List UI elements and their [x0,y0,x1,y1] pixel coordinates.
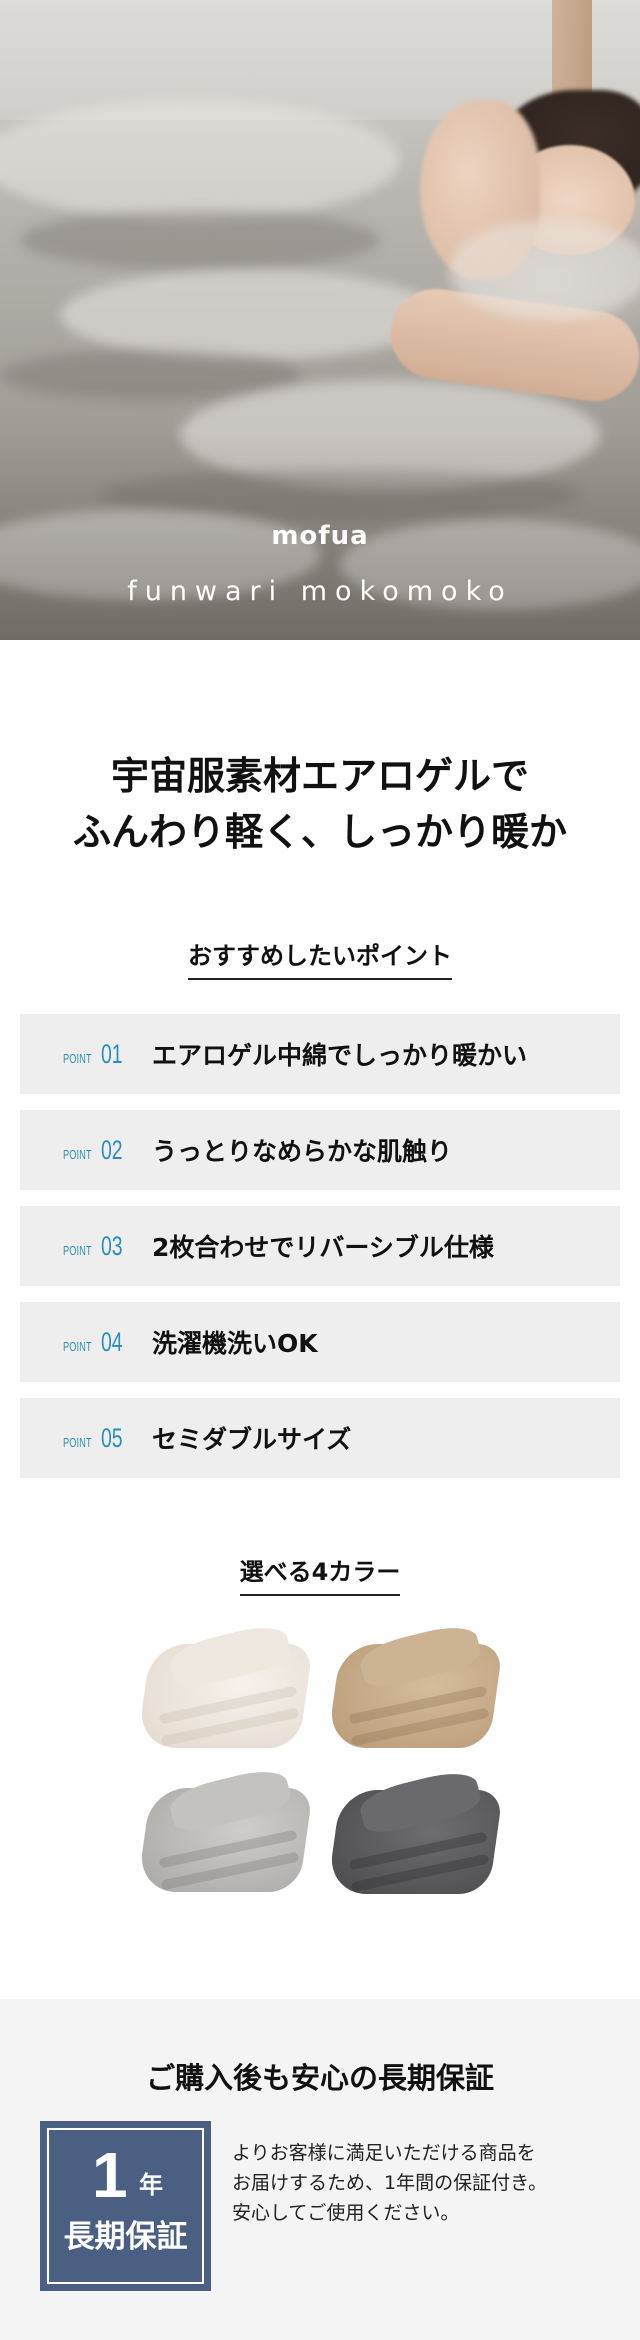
points-section-title: おすすめしたいポイント [0,940,640,980]
point-number: 03 [101,1230,123,1261]
point-item: POINT 03 2枚合わせでリバーシブル仕様 [20,1206,620,1286]
point-item: POINT 04 洗濯機洗いOK [20,1302,620,1382]
hero-image [0,0,640,640]
warranty-text-line: よりお客様に満足いただける商品を [232,2142,536,2164]
fur-fold [450,220,640,320]
point-number: 02 [101,1134,123,1165]
colors-title-text: 選べる4カラー [239,1556,401,1596]
point-text: うっとりなめらかな肌触り [152,1137,453,1166]
point-text: 洗濯機洗いOK [152,1329,318,1358]
warranty-title: ご購入後も安心の長期保証 [145,2061,494,2095]
point-text: エアロゲル中綿でしっかり暖かい [152,1041,528,1070]
point-label: POINT 01 [20,1039,152,1070]
point-text: 2枚合わせでリバーシブル仕様 [152,1233,494,1262]
color-swatches [130,1620,510,1906]
point-word: POINT [63,1338,92,1354]
blanket-charcoal-image [326,1766,504,1898]
point-item: POINT 05 セミダブルサイズ [20,1398,620,1478]
warranty-badge: 1 年 長期保証 [40,2121,211,2291]
fur-fold [0,350,300,400]
warranty-text-line: お届けするため、1年間の保証付き。 [232,2172,548,2194]
brand-logo: mofua [271,521,369,551]
badge-number: 1 [92,2139,128,2211]
hero-tagline: funwari mokomoko [127,576,513,607]
blanket-gray-image [136,1764,314,1896]
point-item: POINT 01 エアロゲル中綿でしっかり暖かい [20,1014,620,1094]
fur-fold [340,520,640,610]
headline-line-1: 宇宙服素材エアロゲルで [110,754,529,798]
blanket-beige-image [326,1620,504,1752]
points-title-text: おすすめしたいポイント [188,940,452,980]
point-word: POINT [63,1146,92,1162]
point-label: POINT 04 [20,1327,152,1358]
point-item: POINT 02 うっとりなめらかな肌触り [20,1110,620,1190]
main-headline: 宇宙服素材エアロゲルで ふんわり軽く、しっかり暖か [0,748,640,860]
point-number: 04 [101,1326,123,1357]
hero-shade [0,430,640,640]
fur-fold [0,510,320,600]
headline-line-2: ふんわり軽く、しっかり暖か [72,810,567,854]
fur-fold [180,380,600,490]
point-word: POINT [63,1242,92,1258]
fur-fold [20,210,380,270]
points-list: POINT 01 エアロゲル中綿でしっかり暖かい POINT 02 うっとりなめらか… [20,1014,620,1494]
fur-fold [0,100,400,220]
fur-fold [60,270,440,360]
point-word: POINT [63,1050,92,1066]
colors-section-title: 選べる4カラー [0,1556,640,1596]
point-word: POINT [63,1434,92,1450]
badge-label: 長期保証 [63,2219,188,2255]
point-label: POINT 02 [20,1135,152,1166]
warranty-description: よりお客様に満足いただける商品を お届けするため、1年間の保証付き。 安心してご… [232,2138,612,2228]
point-number: 01 [101,1038,123,1069]
warranty-text-line: 安心してご使用ください。 [232,2202,460,2224]
badge-border [47,2128,204,2284]
point-label: POINT 05 [20,1423,152,1454]
blanket-ivory-image [136,1620,314,1752]
point-text: セミダブルサイズ [152,1425,352,1454]
badge-unit: 年 [139,2171,163,2199]
point-label: POINT 03 [20,1231,152,1262]
point-number: 05 [101,1422,123,1453]
